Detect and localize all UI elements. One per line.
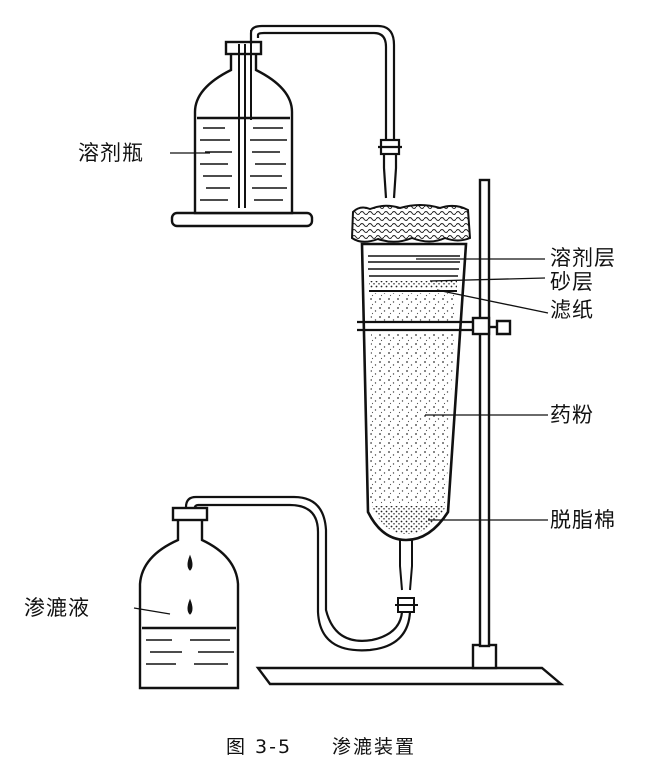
label-sand-layer: 砂层 — [550, 270, 594, 294]
figure-number: 图 3-5 — [226, 736, 293, 758]
retort-stand — [255, 178, 565, 686]
outlet-tube — [184, 495, 412, 652]
label-percolate: 渗漉液 — [24, 596, 90, 620]
label-drug-powder: 药粉 — [550, 403, 594, 427]
solvent-feed-tube — [249, 24, 402, 199]
percolator — [350, 204, 474, 613]
label-filter-paper: 滤纸 — [550, 298, 594, 322]
label-cotton: 脱脂棉 — [550, 508, 616, 532]
leader-lines — [133, 152, 549, 615]
receiving-bottle — [138, 506, 240, 690]
solvent-bottle — [170, 30, 314, 228]
label-solvent-layer: 溶剂层 — [550, 246, 616, 270]
figure-title: 渗漉装置 — [332, 736, 417, 758]
label-solvent-bottle: 溶剂瓶 — [78, 141, 144, 165]
